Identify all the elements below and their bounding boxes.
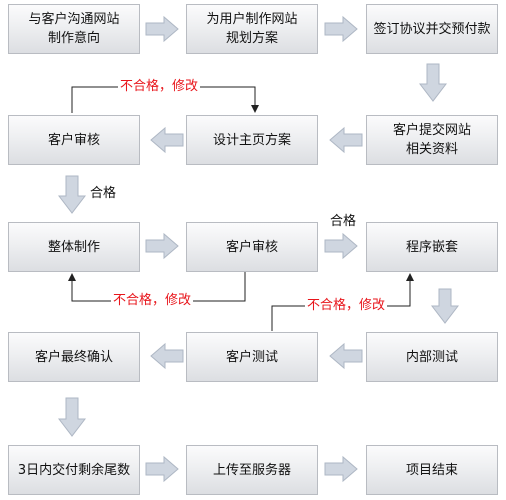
step-internal-test: 内部测试 xyxy=(366,332,498,382)
step-balance: 3日内交付剩余尾数 xyxy=(8,445,140,495)
step-balance-label: 3日内交付剩余尾数 xyxy=(17,462,131,478)
step-build: 整体制作 xyxy=(8,222,140,272)
step-review2: 客户审核 xyxy=(186,222,318,272)
pass-label-review2: 合格 xyxy=(328,214,359,230)
arrow-communicate-to-plan xyxy=(145,15,179,43)
arrow-review2-to-program xyxy=(324,232,358,260)
arrow-program-to-internal-test xyxy=(430,288,460,324)
step-sign-label: 签订协议并交预付款 xyxy=(373,21,491,37)
arrow-internal-test-to-client-test xyxy=(329,342,363,370)
step-review1-label: 客户审核 xyxy=(47,132,100,148)
arrow-build-to-review2 xyxy=(145,232,179,260)
arrow-plan-to-sign xyxy=(324,15,358,43)
step-program: 程序嵌套 xyxy=(366,222,498,272)
step-sign: 签订协议并交预付款 xyxy=(366,4,498,54)
step-submit: 客户提交网站 相关资料 xyxy=(366,115,498,165)
step-end-label: 项目结束 xyxy=(405,462,458,478)
pass-label-review1: 合格 xyxy=(88,186,119,202)
arrow-final-confirm-to-balance xyxy=(57,397,87,437)
arrow-client-test-to-final-confirm xyxy=(150,342,184,370)
arrow-sign-to-submit xyxy=(418,63,448,102)
fail-label-review1: 不合格，修改 xyxy=(118,79,201,95)
step-communicate: 与客户沟通网站 制作意向 xyxy=(8,4,140,54)
step-internal-test-label: 内部测试 xyxy=(405,349,458,365)
step-client-test-label: 客户测试 xyxy=(225,349,278,365)
step-plan: 为用户制作网站 规划方案 xyxy=(186,4,318,54)
arrow-upload-to-end xyxy=(324,455,358,483)
arrow-submit-to-design xyxy=(329,126,363,154)
step-build-label: 整体制作 xyxy=(47,239,100,255)
step-end: 项目结束 xyxy=(366,445,498,495)
step-submit-label: 客户提交网站 相关资料 xyxy=(392,123,471,157)
step-final-confirm-label: 客户最终确认 xyxy=(34,349,113,365)
step-upload: 上传至服务器 xyxy=(186,445,318,495)
step-review1: 客户审核 xyxy=(8,115,140,165)
step-final-confirm: 客户最终确认 xyxy=(8,332,140,382)
step-plan-label: 为用户制作网站 规划方案 xyxy=(206,12,298,46)
arrow-balance-to-upload xyxy=(145,455,179,483)
step-client-test: 客户测试 xyxy=(186,332,318,382)
fail-label-client-test: 不合格，修改 xyxy=(305,298,388,314)
step-communicate-label: 与客户沟通网站 制作意向 xyxy=(28,12,120,46)
step-program-label: 程序嵌套 xyxy=(405,239,458,255)
fail-label-review2: 不合格，修改 xyxy=(111,293,194,309)
arrow-design-to-review1 xyxy=(150,126,184,154)
step-design-label: 设计主页方案 xyxy=(212,132,291,148)
step-upload-label: 上传至服务器 xyxy=(212,462,291,478)
arrow-review1-to-build xyxy=(57,175,87,214)
step-design: 设计主页方案 xyxy=(186,115,318,165)
step-review2-label: 客户审核 xyxy=(225,239,278,255)
